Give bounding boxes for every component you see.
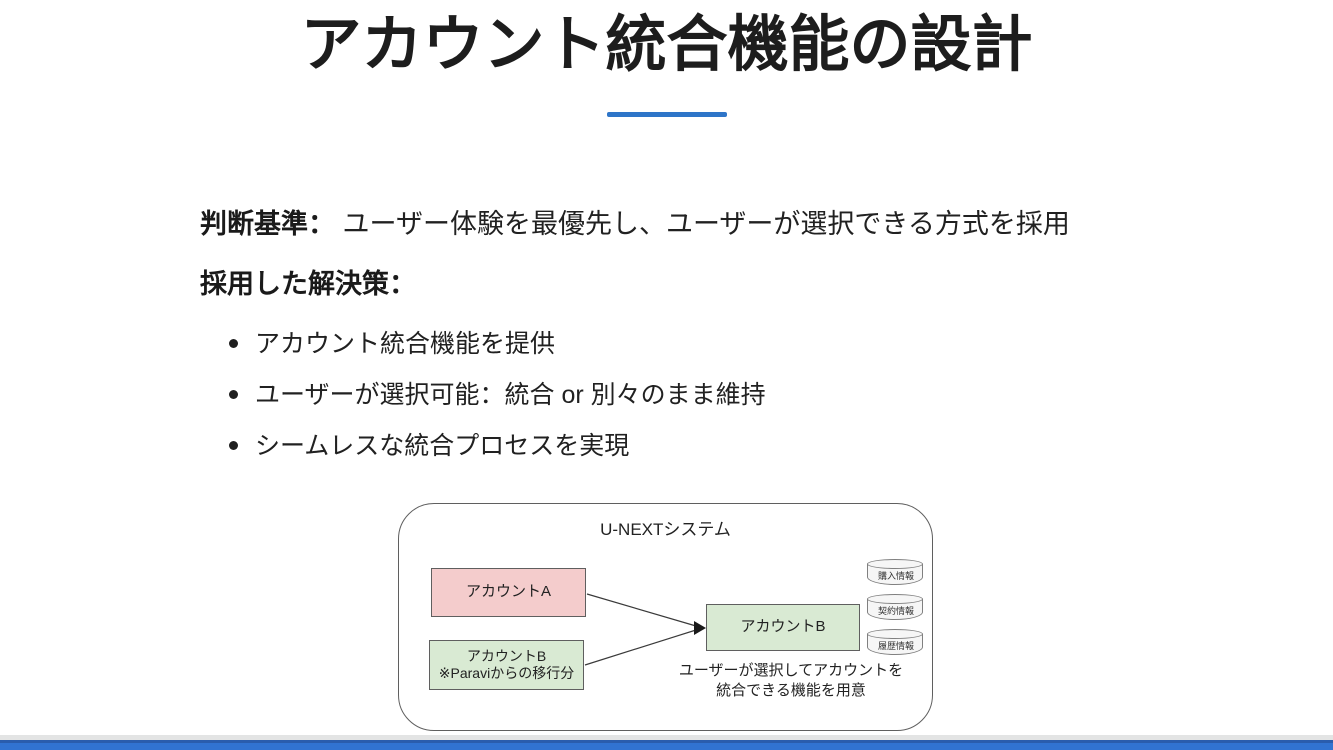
arrow-line xyxy=(586,593,697,627)
arrow-line xyxy=(584,629,697,666)
account-a-box: アカウントA xyxy=(431,568,586,617)
database-cylinder-top xyxy=(867,629,923,639)
slide-title: アカウント統合機能の設計 xyxy=(300,10,1033,78)
database-cylinder-body xyxy=(867,564,923,585)
account-a-label: アカウントA xyxy=(465,583,551,601)
account-b-source-box: アカウントB※Paraviからの移行分 xyxy=(429,640,584,690)
caption-line1: ユーザーが選択してアカウントを xyxy=(678,662,904,679)
title-underline xyxy=(606,112,727,117)
criteria-line: 判断基準： ユーザー体験を最優先し、ユーザーが選択できる方式を採用 xyxy=(200,202,1070,241)
bottom-blue-bar-edge xyxy=(0,740,1333,743)
bullet-dot-icon xyxy=(229,441,238,450)
account-b-target-box: アカウントB xyxy=(706,604,860,651)
database-icon: 契約情報 xyxy=(867,594,925,622)
criteria-label: 判断基準： xyxy=(200,209,335,239)
system-diagram: U-NEXTシステム アカウントA アカウントB※Paraviからの移行分 アカ… xyxy=(398,503,933,731)
database-cylinder-top xyxy=(867,594,923,604)
bullet-text: シームレスな統合プロセスを実現 xyxy=(255,432,630,460)
bottom-gray-strip xyxy=(0,735,1333,740)
database-icon: 購入情報 xyxy=(867,559,925,587)
caption-line2: 統合できる機能を用意 xyxy=(716,682,866,700)
bullet-dot-icon xyxy=(229,339,238,348)
database-label: 購入情報 xyxy=(877,571,914,581)
bullet-text: ユーザーが選択可能：統合 or 別々のまま維持 xyxy=(255,381,766,409)
database-label: 履歴情報 xyxy=(877,641,914,651)
account-b-source-line2: ※Paraviからの移行分 xyxy=(438,665,575,681)
database-cylinder-top xyxy=(867,559,923,569)
system-label: U-NEXTシステム xyxy=(600,520,731,539)
diagram-caption: ユーザーが選択してアカウントを統合できる機能を用意 xyxy=(631,661,951,702)
account-b-source-line1: アカウントB xyxy=(466,647,547,664)
bullet-text: アカウント統合機能を提供 xyxy=(255,330,556,358)
criteria-text: ユーザー体験を最優先し、ユーザーが選択できる方式を採用 xyxy=(335,209,1070,239)
bullet-item: シームレスな統合プロセスを実現 xyxy=(229,426,629,462)
bullet-item: ユーザーが選択可能：統合 or 別々のまま維持 xyxy=(229,375,766,411)
bullet-item: アカウント統合機能を提供 xyxy=(229,324,555,360)
database-cylinder-body xyxy=(867,634,923,655)
database-cylinder-body xyxy=(867,599,923,620)
bottom-blue-bar xyxy=(0,743,1333,750)
account-b-target-label: アカウントB xyxy=(740,618,826,636)
database-label: 契約情報 xyxy=(877,606,914,616)
bullet-dot-icon xyxy=(229,390,238,399)
solution-label: 採用した解決策： xyxy=(200,269,416,299)
database-icon: 履歴情報 xyxy=(867,629,925,657)
arrowhead-icon xyxy=(694,621,706,635)
